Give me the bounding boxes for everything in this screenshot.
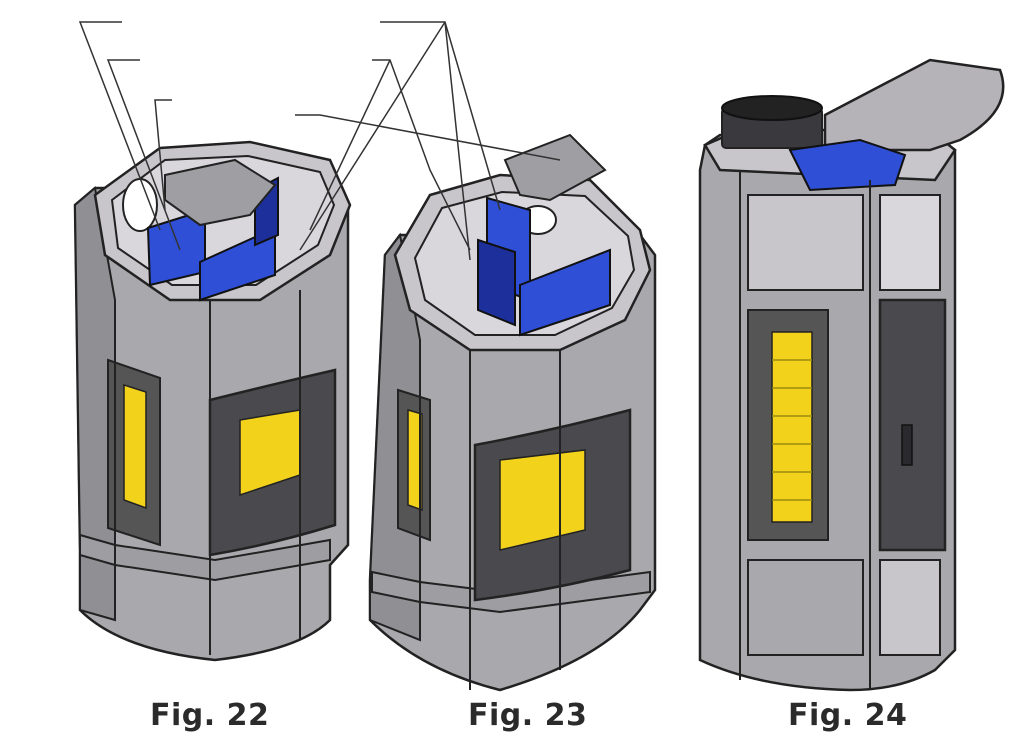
- lower-side-panel: [879, 559, 941, 656]
- figure-23-stove: [295, 21, 657, 692]
- lower-panel: [747, 559, 864, 656]
- liner-visible-top: [788, 138, 907, 192]
- figure-24-stove: [698, 58, 1005, 692]
- side-window-fire: [771, 331, 813, 523]
- side-window-fire: [407, 409, 423, 512]
- front-door-fire: [499, 449, 586, 551]
- upper-panel: [747, 194, 864, 291]
- liner-plate-right: [519, 248, 611, 337]
- liner-plate-right: [199, 226, 276, 302]
- fire-bars: [772, 359, 812, 501]
- baffle-plate: [164, 158, 277, 227]
- liner-plate-left: [477, 238, 516, 327]
- door-handle: [901, 424, 913, 466]
- figure-23-caption: Fig. 23: [468, 698, 588, 733]
- hinged-lid: [823, 58, 1005, 152]
- figure-24-caption: Fig. 24: [788, 698, 908, 733]
- upper-side-panel: [879, 194, 941, 291]
- leader-lines: [295, 21, 561, 261]
- flue-hole: [122, 178, 158, 232]
- baffle-plate: [503, 133, 607, 202]
- figure-22-stove: [73, 21, 352, 662]
- leader-lines: [78, 21, 181, 251]
- side-window-fire: [123, 383, 147, 510]
- flue-collar-top: [721, 95, 823, 121]
- figure-22-caption: Fig. 22: [150, 698, 270, 733]
- stove-band: [79, 533, 331, 582]
